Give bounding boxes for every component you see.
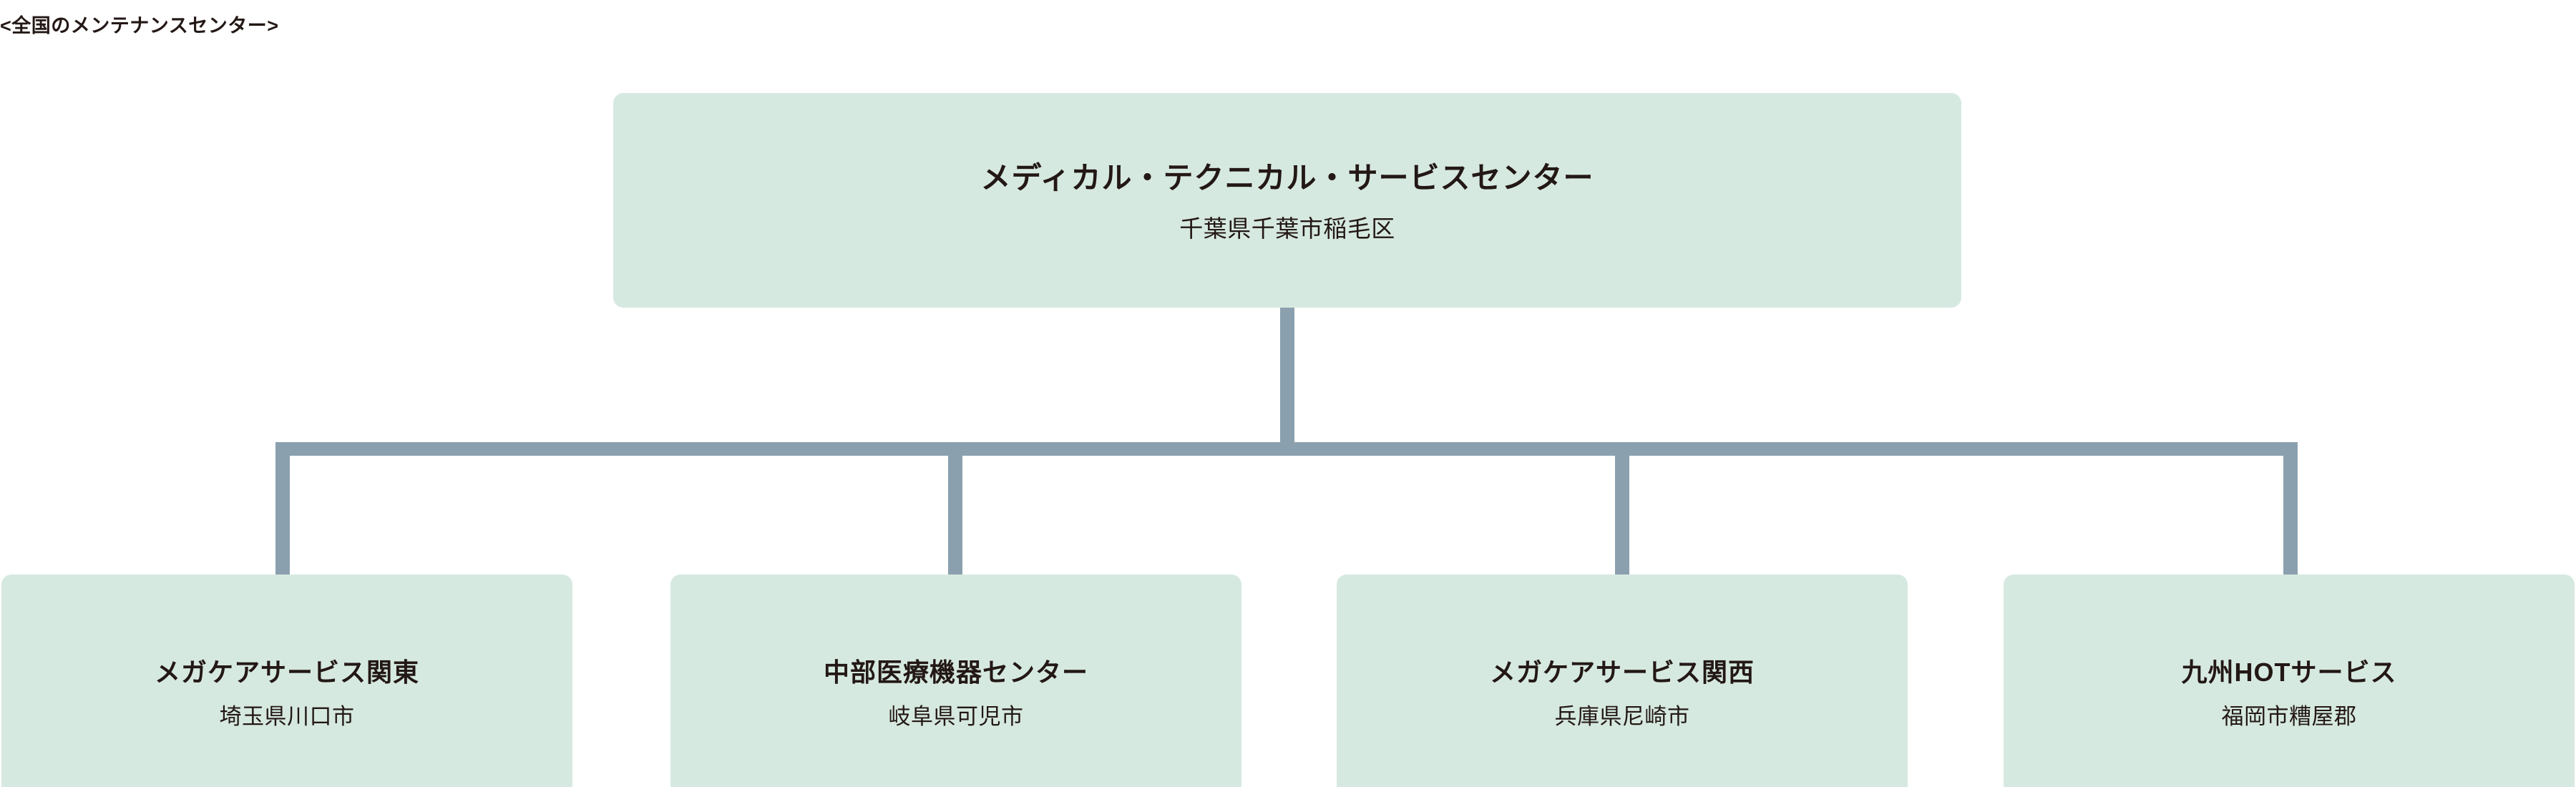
org-node-child-3-name: メガケアサービス関西 [1489, 657, 1755, 687]
org-node-child-4: 九州HOTサービス 福岡市糟屋郡 [2004, 575, 2575, 787]
org-node-child-2-location: 岐阜県可児市 [888, 704, 1024, 729]
org-node-child-3: メガケアサービス関西 兵庫県尼崎市 [1337, 575, 1908, 787]
org-node-child-1-name: メガケアサービス関東 [154, 657, 419, 687]
org-node-child-1-location: 埼玉県川口市 [219, 704, 355, 729]
connector-drop-to-child-4 [2283, 442, 2298, 578]
org-node-root: メディカル・テクニカル・サービスセンター 千葉県千葉市稲毛区 [613, 93, 1961, 308]
connector-drop-to-child-1 [275, 442, 290, 578]
page-title: <全国のメンテナンスセンター> [0, 15, 279, 36]
org-node-child-4-name: 九州HOTサービス [2181, 657, 2397, 687]
connector-drop-to-child-3 [1615, 442, 1629, 578]
org-node-child-1: メガケアサービス関東 埼玉県川口市 [1, 575, 572, 787]
org-node-child-2-name: 中部医療機器センター [823, 657, 1088, 687]
connector-root-stem [1280, 308, 1294, 444]
connector-horizontal-bus [275, 442, 2298, 456]
org-node-root-location: 千葉県千葉市稲毛区 [1179, 215, 1395, 243]
org-node-child-2: 中部医療機器センター 岐阜県可児市 [670, 575, 1241, 787]
org-node-child-3-location: 兵庫県尼崎市 [1554, 704, 1690, 729]
org-node-child-4-location: 福岡市糟屋郡 [2221, 704, 2357, 729]
org-node-root-name: メディカル・テクニカル・サービスセンター [980, 161, 1594, 195]
connector-drop-to-child-2 [948, 442, 962, 578]
